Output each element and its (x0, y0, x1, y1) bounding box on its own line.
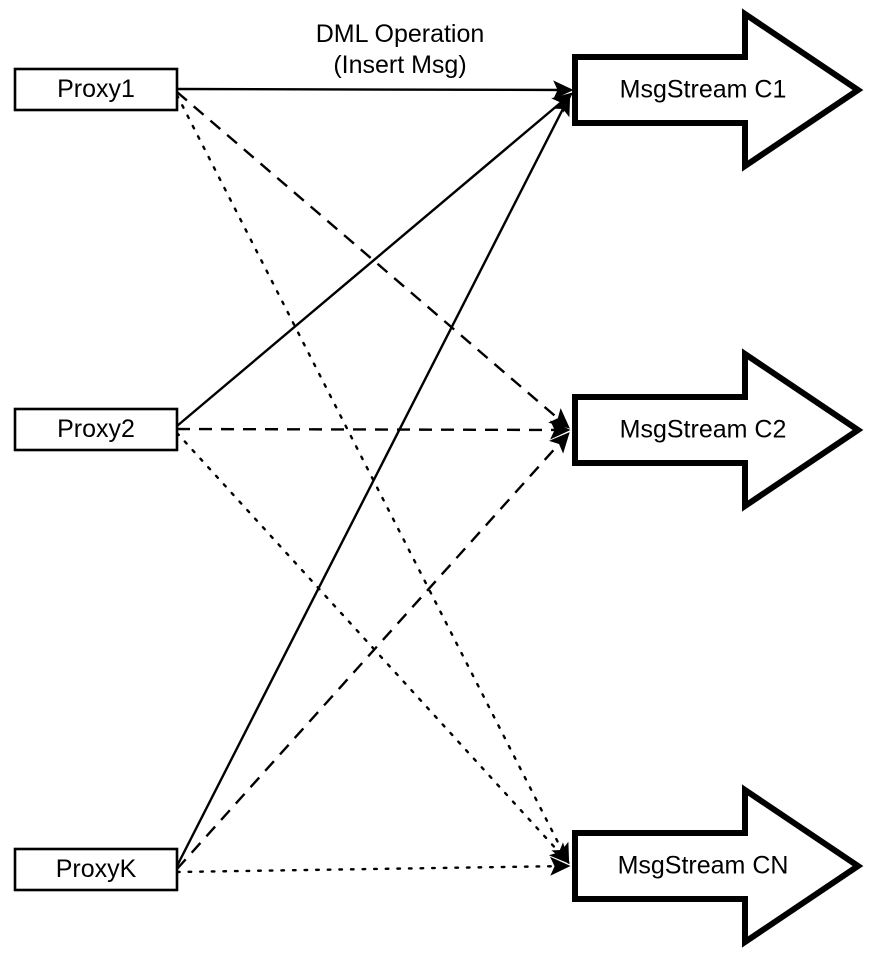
connection-proxy2-to-stream-c2[interactable] (176, 420, 571, 440)
connection-proxy1-to-stream-c1[interactable] (176, 80, 574, 100)
msgstream-label: MsgStream C2 (620, 416, 787, 444)
msgstream-label: MsgStream CN (618, 852, 789, 880)
proxy-node-proxy2[interactable]: Proxy2 (13, 407, 179, 452)
msgstream-node-group: MsgStream C1 MsgStream C2 MsgStream CN (572, 8, 864, 948)
msgstream-node-c2[interactable]: MsgStream C2 (572, 348, 864, 512)
connection-proxy1-to-stream-cn[interactable] (175, 93, 570, 865)
block-arrow-icon[interactable] (572, 348, 864, 512)
msgstream-label: MsgStream C1 (620, 76, 787, 104)
proxy-box-rect[interactable] (13, 67, 179, 112)
connection-proxy2-to-stream-c1[interactable] (176, 92, 573, 427)
proxy-node-proxy1[interactable]: Proxy1 (13, 67, 179, 112)
proxy-label: ProxyK (56, 855, 137, 883)
connection-proxyk-to-stream-cn[interactable] (175, 856, 571, 876)
connection-layer (175, 80, 574, 876)
block-arrow-icon[interactable] (572, 8, 864, 172)
block-arrow-icon[interactable] (572, 784, 864, 948)
msgstream-node-cn[interactable]: MsgStream CN (572, 784, 864, 948)
proxy-box-rect[interactable] (13, 847, 179, 892)
edge-caption-line-1: DML Operation (316, 20, 485, 48)
msgstream-node-c1[interactable]: MsgStream C1 (572, 8, 864, 172)
connection-proxyk-to-stream-c1[interactable] (175, 94, 571, 867)
proxy-label: Proxy2 (57, 415, 135, 443)
edge-caption-line-2: (Insert Msg) (333, 51, 466, 79)
proxy-node-group: Proxy1 Proxy2 ProxyK (13, 67, 179, 892)
proxy-box-rect[interactable] (13, 407, 179, 452)
connection-proxy2-to-stream-cn[interactable] (175, 431, 570, 864)
proxy-node-proxyk[interactable]: ProxyK (13, 847, 179, 892)
connection-proxy1-to-stream-c2[interactable] (176, 91, 570, 429)
proxy-label: Proxy1 (57, 75, 135, 103)
connection-proxyk-to-stream-c2[interactable] (176, 432, 570, 870)
edge-caption-group: DML Operation (Insert Msg) (316, 20, 485, 79)
